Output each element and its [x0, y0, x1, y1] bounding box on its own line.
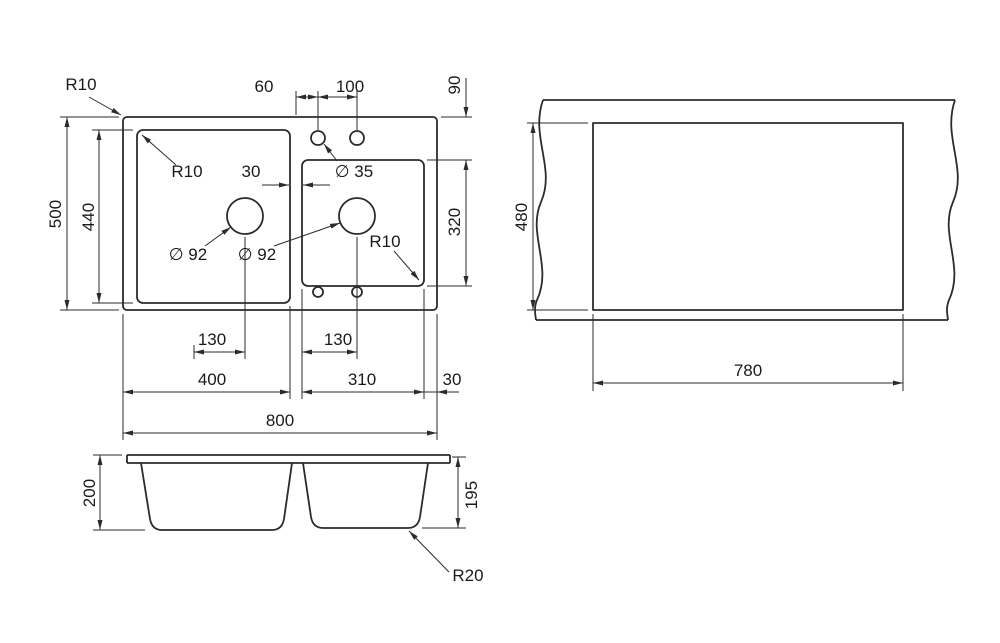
label-outer-corner-radius: R10: [65, 75, 96, 94]
right-bowl-outline: [301, 159, 425, 287]
sink-outline: [122, 116, 438, 311]
label-left-bowl-corner-radius: R10: [171, 162, 202, 181]
label-overall-width: 800: [266, 411, 294, 430]
leader-right-drain-diameter: [273, 222, 341, 247]
label-overall-depth: 500: [46, 200, 65, 228]
label-cutout-width: 780: [734, 361, 762, 380]
countertop-break-line-right: [946, 99, 959, 321]
leader-left-bowl-corner-radius: [141, 134, 177, 166]
cutout-outline: [592, 122, 904, 311]
tap-hole-left: [310, 130, 326, 146]
tap-hole-right: [349, 130, 365, 146]
label-right-depth: 195: [462, 481, 481, 509]
label-left-drain-diameter: ∅ 92: [169, 245, 207, 264]
cutout-view: 480 780: [512, 99, 959, 391]
left-bowl-profile: [140, 462, 293, 531]
right-bowl-profile: [302, 462, 429, 529]
label-tap-hole-row-offset: 90: [445, 76, 464, 95]
label-right-edge-margin: 30: [443, 370, 462, 389]
left-bowl-outline: [136, 129, 291, 304]
label-tap-hole-diameter: ∅ 35: [335, 162, 373, 181]
label-left-drain-offset: 130: [198, 330, 226, 349]
label-tap-hole-spacing: 100: [336, 77, 364, 96]
label-bowl-gap: 30: [242, 162, 261, 181]
label-right-drain-diameter: ∅ 92: [238, 245, 276, 264]
label-left-bowl-depth: 440: [79, 203, 98, 231]
accessory-hole-left: [312, 286, 324, 298]
label-left-bowl-width: 400: [198, 370, 226, 389]
right-drain-hole: [338, 197, 376, 235]
leader-left-drain-diameter: [204, 226, 232, 247]
label-cutout-height: 480: [512, 203, 531, 231]
leader-right-bowl-corner-radius: [393, 250, 420, 281]
label-right-bowl-width: 310: [348, 370, 376, 389]
plan-view: R10 60 100 90 500 440 R10 30 ∅ 35 320 R1…: [46, 75, 472, 440]
label-bottom-corner-radius: R20: [452, 566, 483, 585]
label-left-depth: 200: [80, 479, 99, 507]
label-right-drain-offset: 130: [324, 330, 352, 349]
label-tap-hole-edge-offset: 60: [255, 77, 274, 96]
countertop-break-line-left: [534, 99, 547, 321]
label-right-bowl-corner-radius: R10: [369, 232, 400, 251]
front-view: 200 195 R20: [80, 454, 484, 585]
label-right-bowl-depth: 320: [445, 208, 464, 236]
leader-tap-hole-diameter: [323, 143, 338, 162]
leader-outer-corner-radius: [88, 96, 122, 116]
left-drain-hole: [226, 197, 264, 235]
leader-bottom-corner-radius: [408, 530, 450, 573]
